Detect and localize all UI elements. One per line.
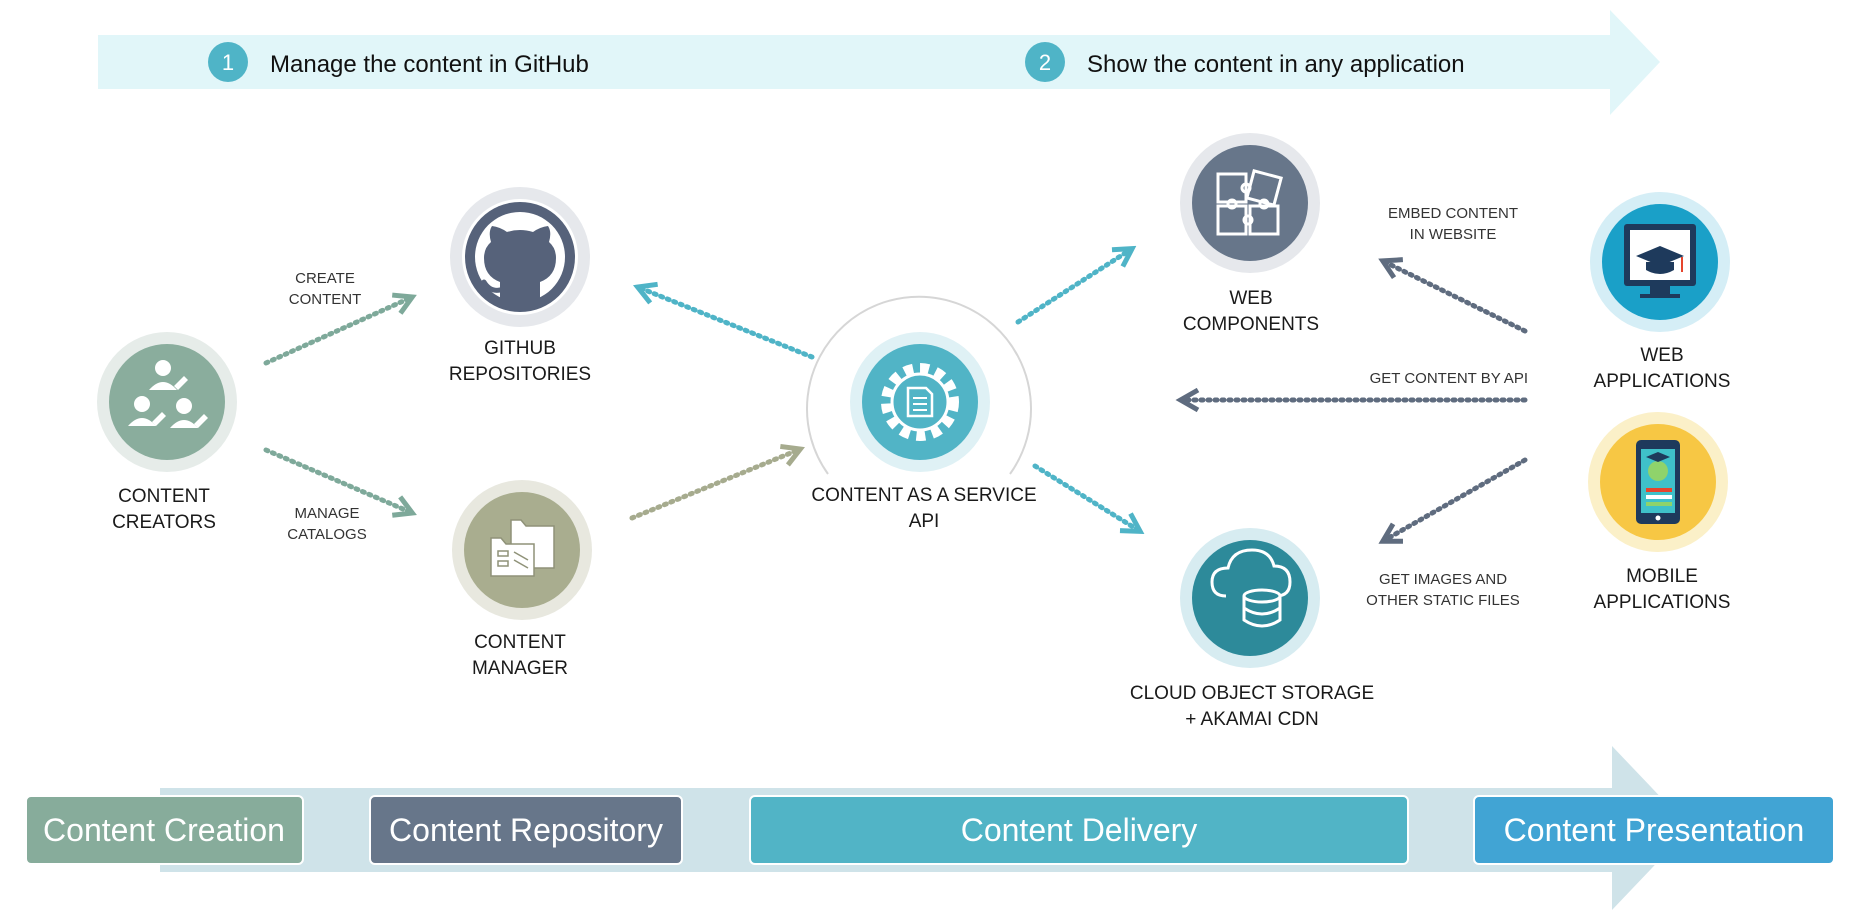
edge-manage-label-1: MANAGE xyxy=(294,505,359,522)
step-1-badge xyxy=(208,42,248,82)
phase-delivery-label: Content Delivery xyxy=(961,812,1198,848)
steps-banner: 1 Manage the content in GitHub 2 Show th… xyxy=(98,10,1660,115)
node-mobile-applications: MOBILE APPLICATIONS xyxy=(1588,412,1730,613)
github-label-1: GITHUB xyxy=(484,338,556,359)
step-2-number: 2 xyxy=(1039,50,1051,75)
webapps-label-1: WEB xyxy=(1640,345,1683,366)
creators-label-2: CREATORS xyxy=(112,512,216,533)
folder-catalog-icon xyxy=(490,519,555,577)
edge-manager-to-api xyxy=(629,443,805,521)
edge-api-to-webcomponents xyxy=(1015,245,1137,325)
phase-presentation-label: Content Presentation xyxy=(1504,812,1805,848)
edge-images-label-1: GET IMAGES AND xyxy=(1379,571,1507,588)
phase-creation-label: Content Creation xyxy=(43,812,285,848)
gear-document-icon xyxy=(881,363,959,441)
storage-label-2: + AKAMAI CDN xyxy=(1185,709,1319,730)
phase-creation-box xyxy=(25,795,304,865)
edge-get-images xyxy=(1378,457,1528,544)
edge-manage-label-2: CATALOGS xyxy=(287,526,366,543)
storage-label-1: CLOUD OBJECT STORAGE xyxy=(1130,683,1374,704)
phase-content-creation: Content Creation xyxy=(25,795,304,865)
node-content-creators: CONTENT CREATORS xyxy=(97,332,237,533)
phase-delivery-box xyxy=(749,795,1409,865)
github-label-2: REPOSITORIES xyxy=(449,364,591,385)
github-icon xyxy=(465,202,575,312)
edge-create-content xyxy=(263,292,417,366)
edge-api-to-storage xyxy=(1032,463,1145,534)
edge-embed-label-2: IN WEBSITE xyxy=(1410,226,1497,243)
cloud-database-icon xyxy=(1210,548,1292,628)
manager-label-2: MANAGER xyxy=(472,658,568,679)
phone-globe-icon xyxy=(1636,440,1680,524)
step-2-label: Show the content in any application xyxy=(1087,51,1465,78)
node-web-applications: WEB APPLICATIONS xyxy=(1590,192,1730,392)
api-circle xyxy=(862,344,978,460)
edge-embed-content xyxy=(1378,257,1528,334)
node-github-repositories: GITHUB REPOSITORIES xyxy=(449,187,591,385)
edge-embed-label-1: EMBED CONTENT xyxy=(1388,205,1518,222)
step-2: 2 Show the content in any application xyxy=(1025,42,1465,82)
webapps-label-2: APPLICATIONS xyxy=(1594,371,1731,392)
creators-label-1: CONTENT xyxy=(118,486,210,507)
edge-api-to-github xyxy=(633,281,815,360)
node-content-api: CONTENT AS A SERVICE API xyxy=(806,295,1037,532)
step-1-label: Manage the content in GitHub xyxy=(270,51,589,78)
creators-circle xyxy=(109,344,225,460)
step-1-number: 1 xyxy=(222,50,234,75)
api-label-1: CONTENT AS A SERVICE xyxy=(811,485,1036,506)
phase-content-delivery: Content Delivery xyxy=(749,795,1409,865)
node-cloud-storage: CLOUD OBJECT STORAGE + AKAMAI CDN xyxy=(1130,528,1374,730)
edges xyxy=(263,245,1528,544)
phase-content-presentation: Content Presentation xyxy=(1473,795,1835,865)
step-1: 1 Manage the content in GitHub xyxy=(208,42,589,82)
puzzle-icon xyxy=(1216,169,1283,236)
phase-content-repository: Content Repository xyxy=(369,795,683,865)
banner-arrow xyxy=(98,10,1660,115)
manager-label-1: CONTENT xyxy=(474,632,566,653)
step-2-badge xyxy=(1025,42,1065,82)
webcomponents-label-1: WEB xyxy=(1229,288,1272,309)
users-edit-icon xyxy=(128,360,208,428)
mobileapps-label-1: MOBILE xyxy=(1626,566,1698,587)
monitor-graduation-icon xyxy=(1624,224,1696,298)
edge-manage-catalogs xyxy=(263,447,417,518)
node-content-manager: CONTENT MANAGER xyxy=(452,480,592,679)
webcomponents-label-2: COMPONENTS xyxy=(1183,314,1319,335)
mobileapps-label-2: APPLICATIONS xyxy=(1594,592,1731,613)
phase-presentation-box xyxy=(1473,795,1835,865)
phase-repository-box xyxy=(369,795,683,865)
edge-create-label-2: CONTENT xyxy=(289,291,362,308)
api-label-2: API xyxy=(909,511,940,532)
phase-repository-label: Content Repository xyxy=(389,812,663,848)
node-web-components: WEB COMPONENTS xyxy=(1180,133,1320,335)
edge-getapi-label: GET CONTENT BY API xyxy=(1370,370,1528,387)
webcomponents-circle xyxy=(1192,145,1308,261)
edge-labels: CREATE CONTENT MANAGE CATALOGS EMBED CON… xyxy=(287,205,1528,609)
phase-band: Content Creation Content Repository Cont… xyxy=(25,746,1835,910)
edge-create-label-1: CREATE xyxy=(295,270,355,287)
edge-images-label-2: OTHER STATIC FILES xyxy=(1366,592,1520,609)
api-outer-arc xyxy=(806,295,1032,475)
